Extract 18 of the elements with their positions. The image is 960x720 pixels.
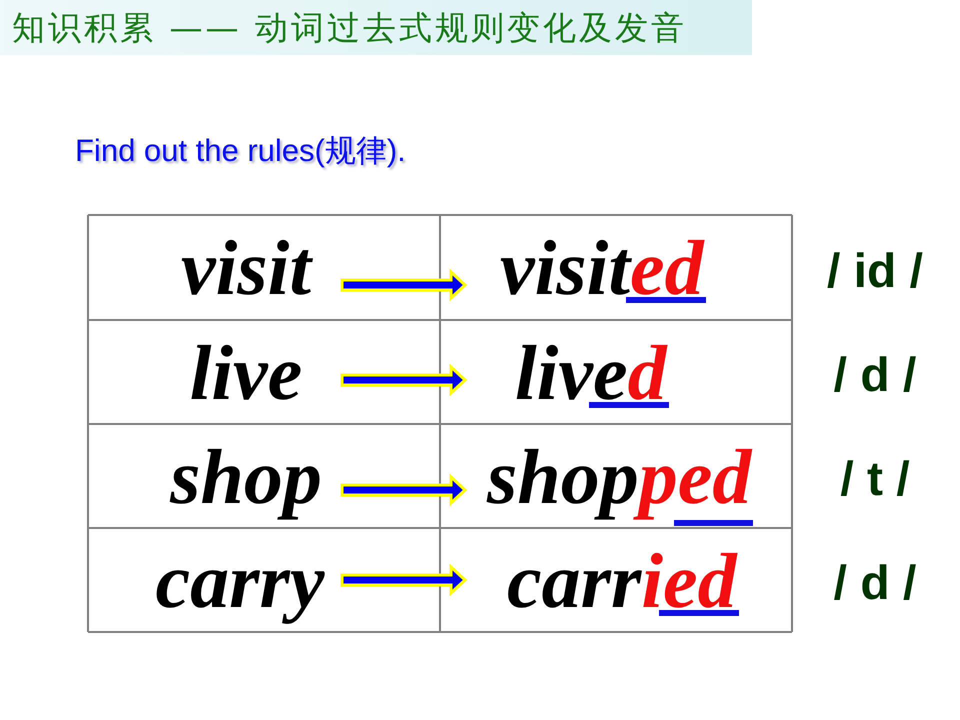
arrow bbox=[340, 564, 468, 596]
word-text: live bbox=[150, 323, 342, 421]
word-text: shopped bbox=[465, 427, 780, 525]
instruction-text: Find out the rules(规律). bbox=[75, 132, 406, 170]
arrow bbox=[340, 474, 468, 506]
arrow bbox=[340, 268, 468, 302]
pronunciation-label: / d / bbox=[832, 556, 918, 611]
pronunciation-label: / t / bbox=[839, 452, 911, 507]
pronunciation-label: / id / bbox=[826, 244, 924, 299]
word-text: carried bbox=[465, 531, 780, 629]
word-text: visited bbox=[465, 218, 780, 316]
word-text: shop bbox=[150, 427, 342, 525]
word-text: carry bbox=[150, 531, 342, 629]
word-text: lived bbox=[465, 323, 780, 421]
word-text: visit bbox=[150, 218, 342, 316]
title-text: 知识积累 —— 动词过去式规则变化及发音 bbox=[12, 7, 687, 49]
arrow bbox=[340, 364, 468, 396]
pronunciation-label: / d / bbox=[832, 348, 918, 403]
